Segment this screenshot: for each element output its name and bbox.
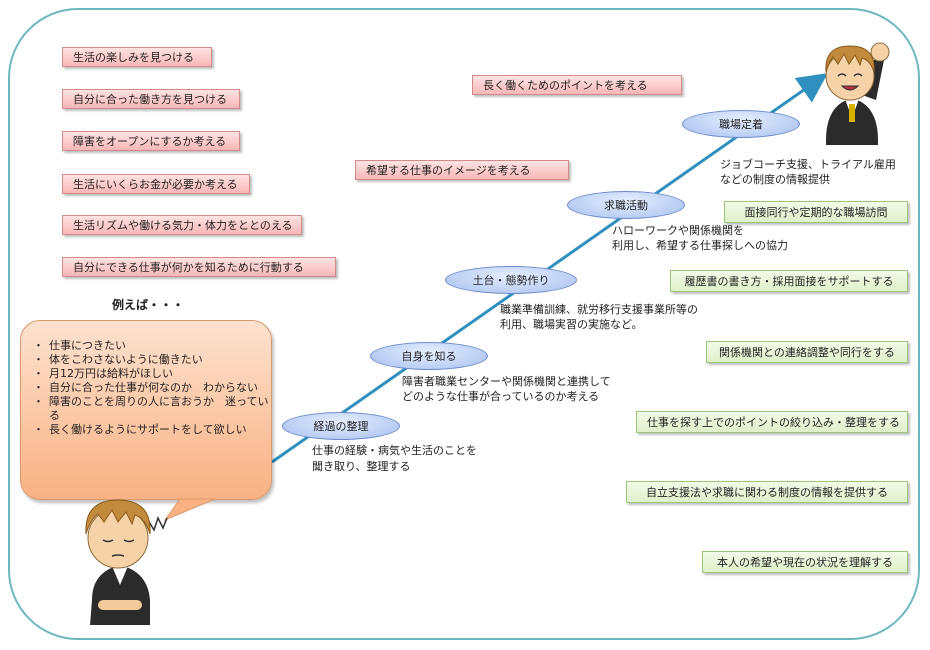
concern-item: 体をこわさないように働きたい xyxy=(33,353,271,367)
step-search-desc-1: ハローワークや関係機関を xyxy=(612,224,744,237)
support-job-points: 仕事を探す上でのポイントの絞り込み・整理をする xyxy=(636,411,908,433)
support-interview-visit: 面接同行や定期的な職場訪問 xyxy=(724,201,908,223)
support-system-info: 自立支援法や求職に関わる制度の情報を提供する xyxy=(626,481,908,503)
support-coordination: 関係機関との連絡調整や同行をする xyxy=(706,341,908,363)
step-foundation-desc-1: 職業準備訓練、就労移行支援事業所等の xyxy=(500,303,698,316)
support-understand-person: 本人の希望や現在の状況を理解する xyxy=(702,551,908,573)
step-history-desc-1: 仕事の経験・病気や生活のことを xyxy=(312,444,477,457)
worry-mark-icon xyxy=(147,516,168,532)
concern-item: 長く働けるようにサポートをして欲しい xyxy=(33,423,271,437)
goal-rhythm-stamina: 生活リズムや働ける気力・体力をととのえる xyxy=(62,215,302,235)
step-foundation-desc-2: 利用、職場実習の実施など。 xyxy=(500,318,643,331)
step-history-review: 経過の整理 xyxy=(282,412,400,440)
concern-item: 障害のことを周りの人に言おうか 迷っている xyxy=(33,395,271,423)
goal-money-needed: 生活にいくらお金が必要か考える xyxy=(62,174,250,194)
concerns-bubble: 仕事につきたい 体をこわさないように働きたい 月12万円は給料がほしい 自分に合… xyxy=(20,320,272,500)
step-job-retention: 職場定着 xyxy=(682,110,800,138)
goal-long-work: 長く働くためのポイントを考える xyxy=(472,75,682,95)
support-resume-interview: 履歴書の書き方・採用面接をサポートする xyxy=(670,270,908,292)
step-search-desc-2: 利用し、希望する仕事探しへの協力 xyxy=(612,239,788,252)
goal-find-enjoyment: 生活の楽しみを見つける xyxy=(62,47,212,67)
concern-item: 仕事につきたい xyxy=(33,339,271,353)
goal-disclosure: 障害をオープンにするか考える xyxy=(62,131,240,151)
concern-item: 自分に合った仕事が何なのか わからない xyxy=(33,381,271,395)
goal-take-action: 自分にできる仕事が何かを知るために行動する xyxy=(62,257,336,277)
step-history-desc-2: 聞き取り、整理する xyxy=(312,460,411,473)
goal-desired-job: 希望する仕事のイメージを考える xyxy=(355,160,569,180)
step-self-desc-2: どのような仕事が合っているのか考える xyxy=(402,390,600,403)
concern-item: 月12万円は給料がほしい xyxy=(33,367,271,381)
step-foundation: 土台・態勢作り xyxy=(445,266,577,294)
goal-find-work-style: 自分に合った働き方を見つける xyxy=(62,89,240,109)
step-retention-desc-1: ジョブコーチ支援、トライアル雇用 xyxy=(720,158,896,171)
step-job-search: 求職活動 xyxy=(567,191,685,219)
step-retention-desc-2: などの制度の情報提供 xyxy=(720,173,830,186)
step-self-knowledge: 自身を知る xyxy=(370,342,488,370)
step-self-desc-1: 障害者職業センターや関係機関と連携して xyxy=(402,375,611,388)
example-label: 例えば・・・ xyxy=(112,298,185,312)
